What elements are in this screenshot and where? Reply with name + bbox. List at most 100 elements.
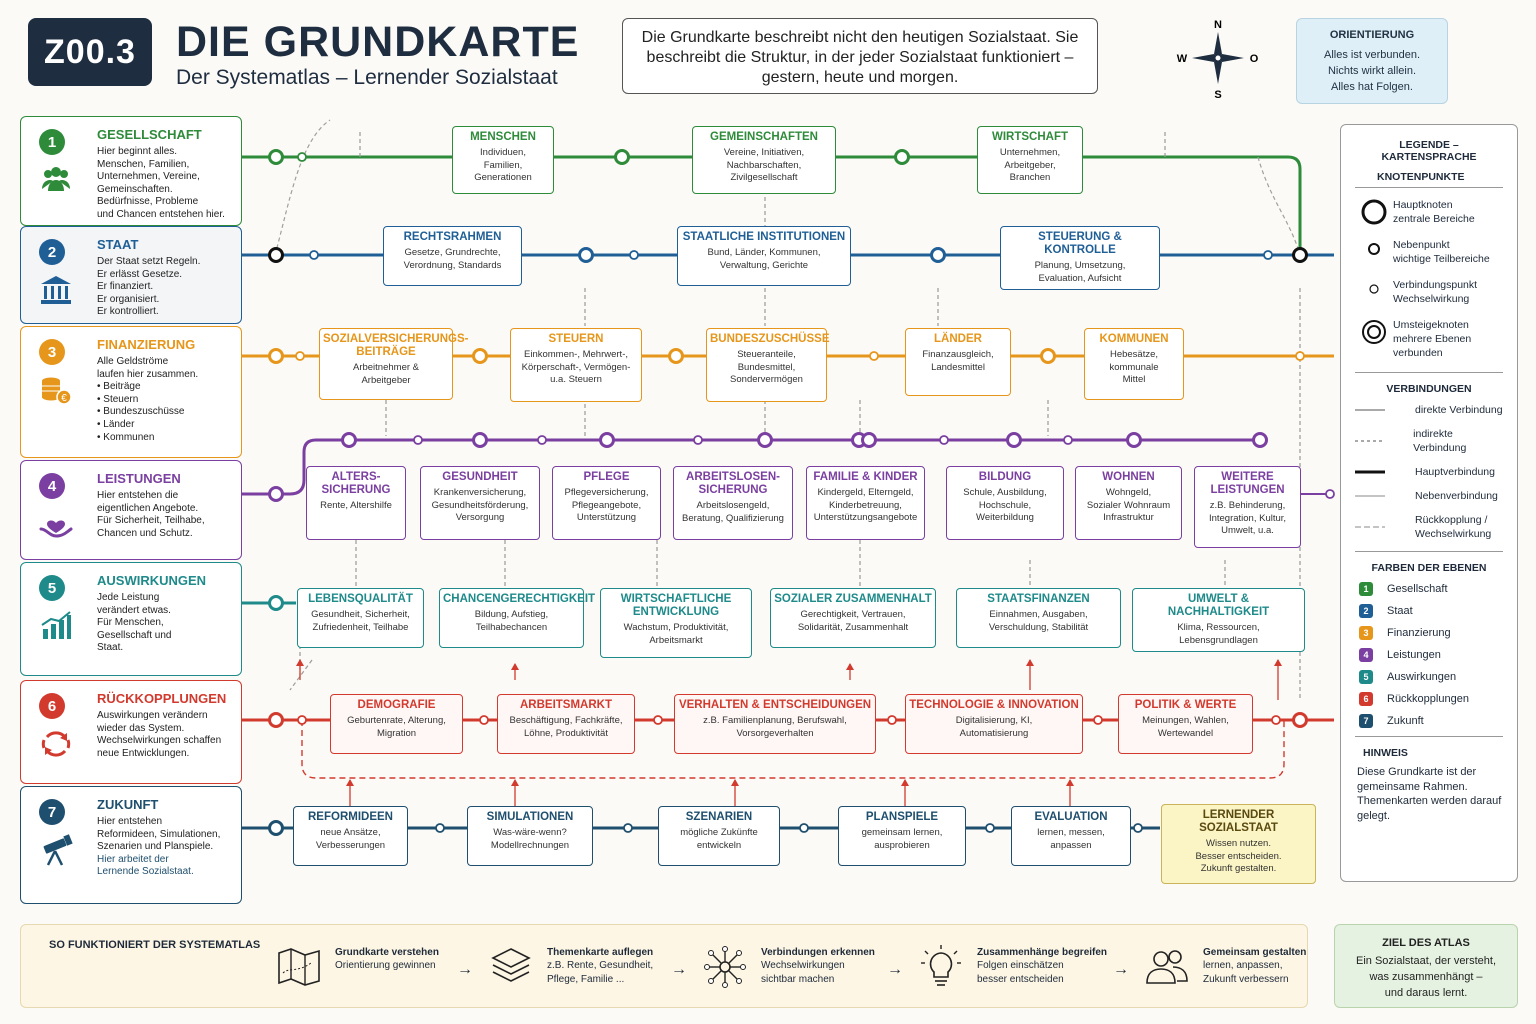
level-card-zukunft: 7 ZUKUNFT Hier entstehen Reformideen, Si… (20, 786, 242, 904)
station-sub (297, 715, 307, 725)
node-zukunft-3[interactable]: SZENARIEN mögliche Zukünfte entwickeln (658, 806, 780, 866)
node-zukunft-2[interactable]: SIMULATIONEN Was-wäre-wenn? Modellrechnu… (467, 806, 593, 866)
node-leistungen-2[interactable]: GESUNDHEIT Krankenversicherung, Gesundhe… (420, 466, 540, 540)
howto-step-title: Themenkarte auflegen (547, 947, 654, 958)
feedback-arrow-head (846, 663, 854, 670)
station-main (1006, 432, 1022, 448)
node-rueckkopplungen-5[interactable]: POLITIK & WERTE Meinungen, Wahlen, Werte… (1118, 694, 1253, 754)
node-desc: Wohngeld, Sozialer Wohnraum Infrastruktu… (1086, 487, 1171, 523)
station-sub (1263, 250, 1273, 260)
feedback-arrow-head (511, 779, 519, 786)
node-title: KOMMUNEN (1099, 333, 1169, 345)
people-outline-icon (1143, 943, 1191, 996)
node-desc: Gesetze, Grundrechte, Verordnung, Standa… (403, 247, 502, 271)
goal-box: ZIEL DES ATLAS Ein Sozialstaat, der vers… (1334, 924, 1518, 1008)
node-gesellschaft-1[interactable]: MENSCHEN Individuen, Familien, Generatio… (452, 126, 554, 194)
node-desc: Digitalisierung, KI, Automatisierung (955, 715, 1033, 739)
node-title: ARBEITSMARKT (520, 699, 612, 711)
node-leistungen-6[interactable]: BILDUNG Schule, Ausbildung, Hochschule, … (946, 466, 1064, 540)
node-zukunft-6[interactable]: LERNENDER SOZIALSTAAT Wissen nutzen. Bes… (1161, 804, 1316, 884)
node-rueckkopplungen-3[interactable]: VERHALTEN & ENTSCHEIDUNGEN z.B. Familien… (674, 694, 876, 754)
legend-conn-main: Hauptverbindung (1355, 466, 1495, 478)
howto-step-title: Zusammenhänge begreifen (977, 947, 1108, 958)
node-auswirkungen-2[interactable]: CHANCENGERECHTIGKEIT Bildung, Aufstieg, … (439, 588, 595, 648)
node-zukunft-1[interactable]: REFORMIDEEN neue Ansätze, Verbesserungen (293, 806, 408, 866)
node-auswirkungen-4[interactable]: SOZIALER ZUSAMMENHALT Gerechtigkeit, Ver… (770, 588, 936, 648)
level-desc: Hier beginnt alles. Menschen, Familien, … (97, 146, 200, 195)
node-leistungen-4[interactable]: ARBEITSLOSEN- SICHERUNG Arbeitslosengeld… (673, 466, 793, 540)
node-desc: Arbeitnehmer & Arbeitgeber (352, 362, 419, 386)
node-desc: Krankenversicherung, Gesundheitsförderun… (431, 487, 529, 523)
node-auswirkungen-5[interactable]: STAATSFINANZEN Einnahmen, Ausgaben, Vers… (956, 588, 1121, 648)
goal-title: ZIEL DES ATLAS (1382, 937, 1470, 949)
network-icon (701, 943, 749, 996)
station-sub (887, 715, 897, 725)
node-rueckkopplungen-1[interactable]: DEMOGRAFIE Geburtenrate, Alterung, Migra… (330, 694, 463, 754)
node-desc: z.B. Familienplanung, Berufswahl, Vorsor… (703, 715, 847, 739)
legend-colors-title: FARBEN DER EBENEN (1371, 562, 1487, 574)
station-sub (1295, 351, 1305, 361)
howto-step-desc: lernen, anpassen, Zukunft verbessern (1203, 960, 1289, 985)
node-gesellschaft-2[interactable]: GEMEINSCHAFTEN Vereine, Initiativen, Nac… (692, 126, 836, 194)
node-finanzierung-3[interactable]: BUNDESZUSCHÜSSE Steueranteile, Bundesmit… (706, 328, 830, 402)
level-desc: Auswirkungen verändern wieder das System… (97, 710, 222, 759)
station-sub (413, 435, 423, 445)
level-card-gesellschaft: 1 GESELLSCHAFT Hier beginnt alles. Mensc… (20, 116, 242, 226)
node-title: SOZIALVERSICHERUNGS- BEITRÄGE (323, 333, 469, 358)
node-auswirkungen-1[interactable]: LEBENSQUALITÄT Gesundheit, Sicherheit, Z… (297, 588, 424, 648)
node-zukunft-4[interactable]: PLANSPIELE gemeinsam lernen, ausprobiere… (838, 806, 966, 866)
legend-conn-side: Nebenverbindung (1355, 490, 1498, 502)
compass-n: N (1214, 19, 1222, 31)
station-sub (985, 823, 995, 833)
node-desc: Planung, Umsetzung, Evaluation, Aufsicht (1034, 260, 1126, 284)
station-main (578, 247, 594, 263)
howto-step-4: Zusammenhänge begreifen Folgen einschätz… (917, 943, 1107, 996)
station-main (1126, 432, 1142, 448)
node-title: ALTERS- SICHERUNG (321, 471, 391, 496)
node-title: DEMOGRAFIE (357, 699, 436, 711)
level-number: 5 (39, 575, 65, 601)
node-gesellschaft-3[interactable]: WIRTSCHAFT Unternehmen, Arbeitgeber, Bra… (977, 126, 1083, 194)
node-leistungen-8[interactable]: WEITERE LEISTUNGEN z.B. Behinderung, Int… (1194, 466, 1301, 548)
node-finanzierung-1[interactable]: SOZIALVERSICHERUNGS- BEITRÄGE Arbeitnehm… (319, 328, 469, 400)
node-leistungen-1[interactable]: ALTERS- SICHERUNG Rente, Altershilfe (306, 466, 406, 540)
howto-step-2: Themenkarte auflegen z.B. Rente, Gesundh… (487, 943, 653, 996)
legend-node-transfer: Umsteigeknoten mehrere Ebenen verbunden (1355, 318, 1503, 360)
level-desc: Hier entstehen Reformideen, Simulationen… (97, 816, 221, 853)
node-leistungen-7[interactable]: WOHNEN Wohngeld, Sozialer Wohnraum Infra… (1075, 466, 1182, 540)
node-desc: Steueranteile, Bundesmittel, Sondervermö… (730, 349, 803, 385)
node-desc: z.B. Behinderung, Integration, Kultur, U… (1208, 500, 1287, 536)
node-finanzierung-4[interactable]: LÄNDER Finanzausgleich, Landesmittel (905, 328, 1011, 396)
node-title: PFLEGE (583, 471, 630, 483)
station-main (1252, 432, 1268, 448)
dashed-connector (289, 659, 313, 691)
layers-icon (487, 943, 535, 996)
station-sub (479, 715, 489, 725)
node-finanzierung-5[interactable]: KOMMUNEN Hebesätze, kommunale Mittel (1084, 328, 1184, 400)
node-title: SOZIALER ZUSAMMENHALT (774, 593, 932, 605)
howto-step-5: Gemeinsam gestalten lernen, anpassen, Zu… (1143, 943, 1306, 996)
node-auswirkungen-3[interactable]: WIRTSCHAFTLICHE ENTWICKLUNG Wachstum, Pr… (600, 588, 752, 658)
station-sub (1063, 435, 1073, 445)
node-leistungen-3[interactable]: PFLEGE Pflegeversicherung, Pflegeangebot… (552, 466, 661, 540)
node-title: WIRTSCHAFTLICHE ENTWICKLUNG (620, 593, 732, 618)
node-auswirkungen-6[interactable]: UMWELT & NACHHALTIGKEIT Klima, Ressource… (1132, 588, 1305, 652)
level-number: 4 (39, 473, 65, 499)
node-title: BUNDESZUSCHÜSSE (710, 333, 830, 345)
node-staat-1[interactable]: RECHTSRAHMEN Gesetze, Grundrechte, Veror… (383, 226, 522, 286)
node-staat-2[interactable]: STAATLICHE INSTITUTIONEN Bund, Länder, K… (677, 226, 851, 286)
node-rueckkopplungen-4[interactable]: TECHNOLOGIE & INNOVATION Digitalisierung… (905, 694, 1083, 754)
node-desc: Einnahmen, Ausgaben, Verschuldung, Stabi… (988, 609, 1089, 633)
orientation-title: ORIENTIERUNG (1329, 29, 1415, 41)
station-sub (537, 435, 547, 445)
node-leistungen-5[interactable]: FAMILIE & KINDER Kindergeld, Elterngeld,… (806, 466, 925, 540)
node-desc: Rente, Altershilfe (320, 500, 392, 511)
node-finanzierung-2[interactable]: STEUERN Einkommen-, Mehrwert-, Körpersch… (510, 328, 642, 402)
node-desc: Arbeitslosengeld, Beratung, Qualifizieru… (682, 500, 784, 524)
node-zukunft-5[interactable]: EVALUATION lernen, messen, anpassen (1011, 806, 1131, 866)
node-rueckkopplungen-2[interactable]: ARBEITSMARKT Beschäftigung, Fachkräfte, … (497, 694, 635, 754)
station-main (599, 432, 615, 448)
node-desc: Finanzausgleich, Landesmittel (922, 349, 994, 373)
node-staat-3[interactable]: STEUERUNG & KONTROLLE Planung, Umsetzung… (1000, 226, 1160, 290)
